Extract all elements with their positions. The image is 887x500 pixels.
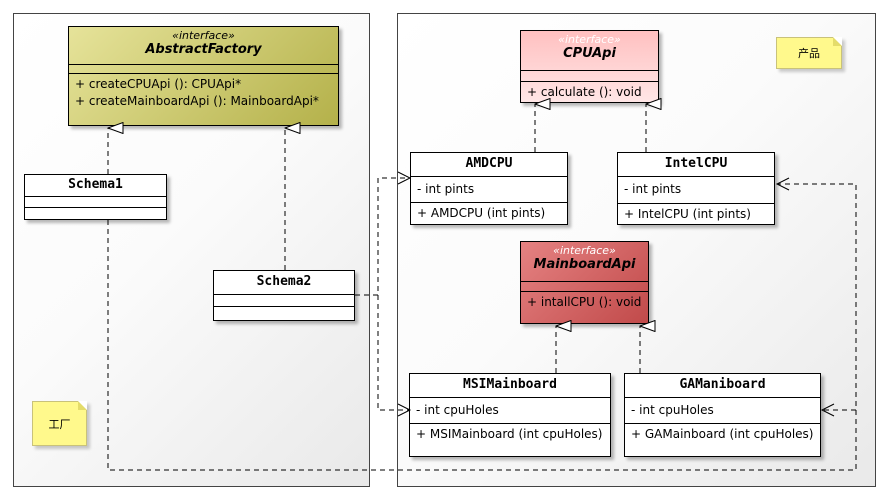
factory-note-text: 工厂: [48, 417, 71, 431]
ga-mainboard-class[interactable]: GAManiboard - int cpuHoles + GAMainboard…: [624, 373, 821, 457]
intel-cpu-class[interactable]: IntelCPU - int pints + IntelCPU (int pin…: [617, 152, 775, 225]
method-intall-cpu: + intallCPU (): void: [527, 295, 642, 309]
arrowhead-ga-mainboard: [820, 403, 835, 417]
method-create-mainboard-api: + createMainboardApi (): MainboardApi*: [75, 94, 319, 108]
factory-note: 工厂: [32, 401, 87, 446]
cpu-api-stereotype: «interface»: [558, 33, 621, 46]
msi-mainboard-attributes: - int cpuHoles: [410, 398, 610, 424]
schema1-attributes: [25, 197, 166, 208]
amd-cpu-name: AMDCPU: [465, 156, 513, 171]
schema2-uses-amd-cpu: [355, 177, 410, 296]
amd-cpu-constructor: + AMDCPU (int pints): [417, 206, 546, 220]
schema2-attributes: [214, 295, 354, 307]
intel-cpu-attr-pints: - int pints: [624, 182, 682, 196]
cpu-api-interface[interactable]: «interface» CPUApi + calculate (): void: [520, 30, 659, 103]
note-fold-corner: [78, 401, 87, 410]
msi-mainboard-attr-cpu-holes: - int cpuHoles: [416, 403, 499, 417]
intel-cpu-attributes: - int pints: [618, 177, 774, 204]
intel-cpu-name: IntelCPU: [664, 156, 728, 171]
ga-mainboard-constructor: + GAMainboard (int cpuHoles): [631, 427, 814, 441]
schema1-uses-intel-cpu: [107, 183, 857, 471]
abstract-factory-interface[interactable]: «interface» AbstractFactory + createCPUA…: [68, 26, 339, 126]
abstract-factory-stereotype: «interface»: [172, 29, 235, 42]
msi-mainboard-class[interactable]: MSIMainboard - int cpuHoles + MSIMainboa…: [409, 373, 611, 457]
abstract-factory-attributes: [69, 65, 338, 74]
mainboard-api-interface[interactable]: «interface» MainboardApi + intallCPU ():…: [520, 241, 649, 324]
arrowhead-msi-mainboard: [397, 403, 412, 417]
ga-mainboard-methods: + GAMainboard (int cpuHoles): [625, 424, 820, 445]
product-note-text: 产品: [798, 47, 820, 60]
msi-mainboard-constructor: + MSIMainboard (int cpuHoles): [416, 427, 603, 441]
cpu-api-name: CPUApi: [563, 46, 616, 61]
method-create-cpu-api: + createCPUApi (): CPUApi*: [75, 77, 242, 91]
schema2-uses-msi-mainboard: [377, 295, 410, 411]
amd-cpu-class[interactable]: AMDCPU - int pints + AMDCPU (int pints): [410, 152, 568, 225]
amd-cpu-attributes: - int pints: [411, 177, 567, 203]
product-note: 产品: [776, 37, 842, 69]
schema2-class[interactable]: Schema2: [213, 270, 355, 321]
arrowhead-intel-cpu: [775, 177, 790, 191]
mainboard-api-name: MainboardApi: [533, 257, 636, 272]
amd-cpu-methods: + AMDCPU (int pints): [411, 203, 567, 224]
intel-cpu-constructor: + IntelCPU (int pints): [624, 207, 751, 221]
intel-cpu-methods: + IntelCPU (int pints): [618, 204, 774, 225]
cpu-api-attributes: [521, 71, 658, 82]
msi-mainboard-name: MSIMainboard: [463, 377, 557, 392]
schema1-name: Schema1: [68, 177, 123, 192]
abstract-factory-name: AbstractFactory: [145, 42, 262, 57]
method-calculate: + calculate (): void: [527, 85, 642, 99]
note-fold-corner: [833, 37, 842, 46]
mainboard-api-stereotype: «interface»: [553, 244, 616, 257]
abstract-factory-methods: + createCPUApi (): CPUApi* + createMainb…: [69, 74, 338, 112]
schema2-name: Schema2: [256, 274, 312, 289]
arrowhead-amd-cpu: [397, 171, 412, 185]
mainboard-api-methods: + intallCPU (): void: [521, 292, 648, 313]
ga-mainboard-name: GAManiboard: [679, 377, 766, 392]
schema1-class[interactable]: Schema1: [24, 174, 167, 220]
amd-cpu-attr-pints: - int pints: [417, 182, 475, 196]
cpu-api-methods: + calculate (): void: [521, 82, 658, 103]
mainboard-api-attributes: [521, 282, 648, 292]
ga-mainboard-attr-cpu-holes: - int cpuHoles: [631, 403, 714, 417]
ga-mainboard-attributes: - int cpuHoles: [625, 398, 820, 424]
msi-mainboard-methods: + MSIMainboard (int cpuHoles): [410, 424, 610, 445]
